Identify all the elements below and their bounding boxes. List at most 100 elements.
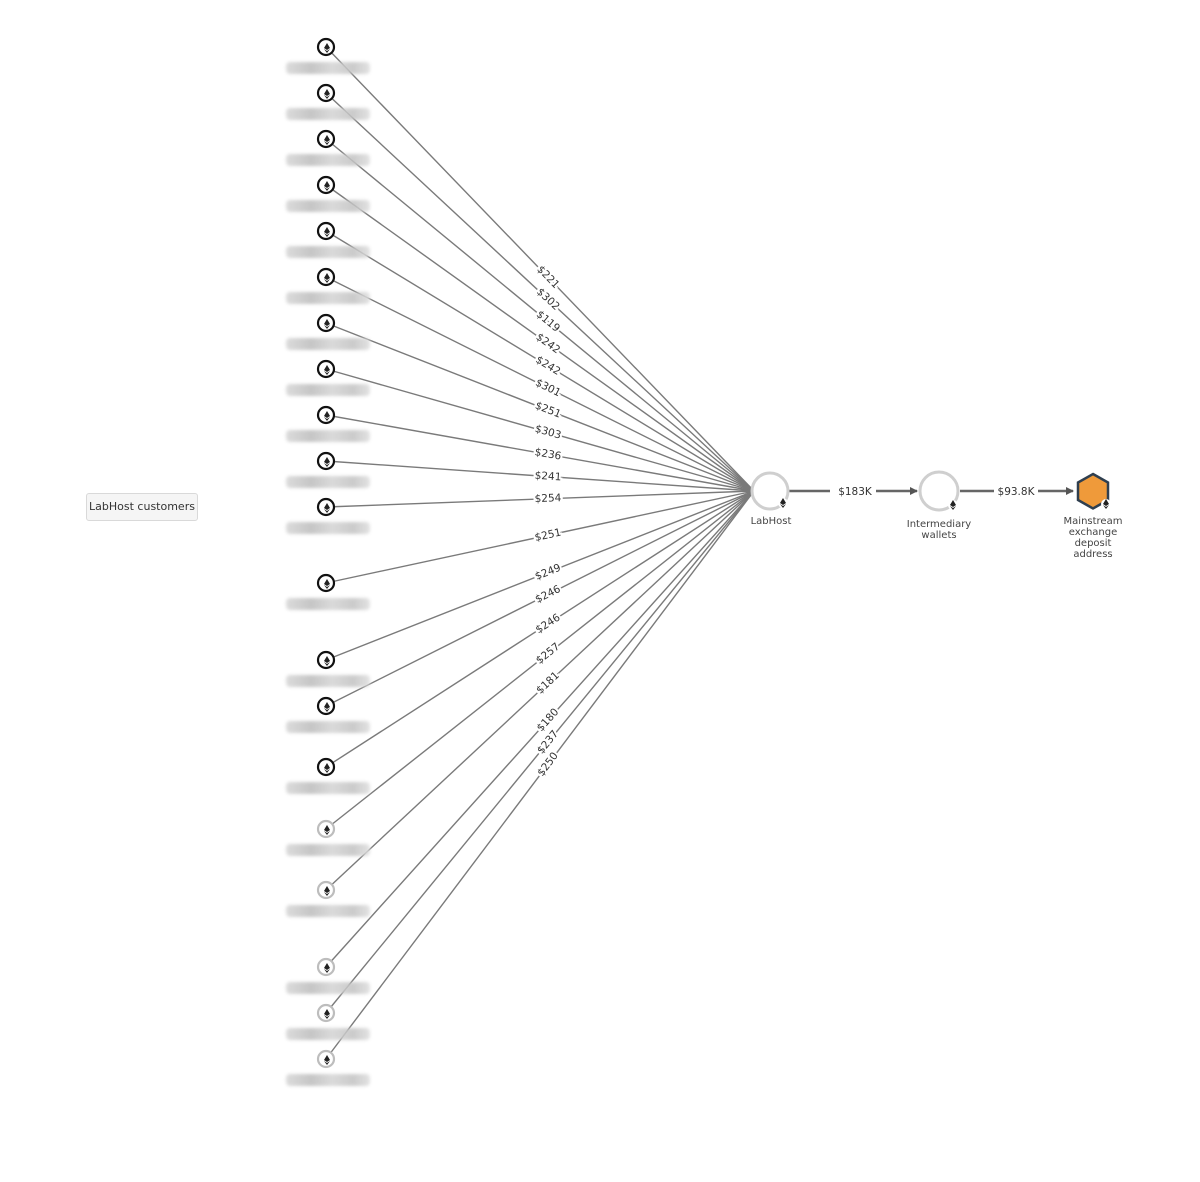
edge-intermediary-exchange: $93.8K [960,486,1074,498]
edge-amount-label: $249 [533,562,562,583]
redacted-address [286,675,370,687]
ethereum-icon [1101,499,1111,509]
exchange-label-line-4: address [1073,549,1112,560]
labhost-label: LabHost [751,516,792,527]
exchange-label-line-1: Mainstream [1064,516,1123,527]
redacted-address [286,338,370,350]
customer-node[interactable] [316,880,336,900]
customer-node[interactable] [316,1049,336,1069]
customer-edge [325,460,755,492]
customer-edge [325,368,755,492]
edge-amount-label: $119 [534,308,562,334]
customer-node[interactable] [316,267,336,287]
labhost-customers-label[interactable]: LabHost customers [86,493,198,521]
customer-node[interactable] [316,313,336,333]
ethereum-wallet-icon [324,656,330,666]
redacted-address [286,782,370,794]
redacted-address [286,62,370,74]
ethereum-icon [778,498,788,508]
edge-amount-label: $246 [534,611,563,636]
customer-edge [325,46,755,492]
customer-node[interactable] [316,696,336,716]
ethereum-wallet-icon [324,273,330,283]
edge-amount-label: $251 [533,400,562,421]
ethereum-wallet-icon [324,702,330,712]
ethereum-wallet-icon [324,135,330,145]
edge-amount-label: $254 [534,492,561,505]
redacted-address [286,844,370,856]
edge-labhost-intermediary: $183K [789,486,918,498]
customer-edge [325,92,755,492]
redacted-address [286,598,370,610]
customer-edge [325,490,755,768]
exchange-deposit-node[interactable]: Mainstream exchange deposit address [1064,472,1123,560]
edge-amount-label: $241 [534,470,562,484]
customer-node[interactable] [316,221,336,241]
redacted-address [286,108,370,120]
ethereum-icon [948,500,958,510]
customer-edge [325,490,755,661]
customer-node[interactable] [316,37,336,57]
customer-node[interactable] [316,757,336,777]
customer-node[interactable] [316,650,336,670]
customer-node[interactable] [316,957,336,977]
edge-amount-label: $250 [535,750,561,779]
redacted-address [286,292,370,304]
customer-edge [325,490,755,508]
customer-edge [325,322,755,492]
customer-edges [325,46,755,1060]
customer-edge [325,490,755,1014]
redacted-address [286,430,370,442]
redacted-address [286,154,370,166]
customer-node[interactable] [316,83,336,103]
redacted-address [286,384,370,396]
customer-node[interactable] [316,1003,336,1023]
customer-edge [325,276,755,492]
ethereum-wallet-icon [324,43,330,53]
edge-amount-label: $301 [533,377,562,400]
customer-node[interactable] [316,451,336,471]
ethereum-wallet-icon [324,503,330,513]
exchange-label-line-3: deposit [1075,538,1112,549]
exchange-label-line-2: exchange [1069,527,1118,538]
customer-node[interactable] [316,573,336,593]
labhost-node[interactable]: LabHost [750,471,792,527]
customer-node[interactable] [316,129,336,149]
customer-edge [325,490,755,707]
intermediary-label-line-2: wallets [921,530,956,541]
intermediary-label-line-1: Intermediary [907,519,972,530]
customer-node[interactable] [316,405,336,425]
ethereum-wallet-icon [324,89,330,99]
ethereum-wallet-icon [324,579,330,589]
redacted-address [286,1028,370,1040]
redacted-address [286,522,370,534]
ethereum-wallet-icon [324,825,330,835]
redacted-address [286,200,370,212]
ethereum-wallet-icon [324,365,330,375]
redacted-address [286,1074,370,1086]
intermediary-wallets-node[interactable]: Intermediary wallets [907,470,972,541]
redacted-address [286,721,370,733]
ethereum-wallet-icon [324,963,330,973]
customer-edge [325,184,755,492]
ethereum-wallet-icon [324,181,330,191]
edge-amount-label: $251 [534,527,563,544]
customer-node[interactable] [316,175,336,195]
customer-edge [325,490,755,1060]
customer-edge [325,230,755,492]
ethereum-wallet-icon [324,457,330,467]
customer-node[interactable] [316,359,336,379]
ethereum-wallet-icon [324,411,330,421]
edge-amount-label: $242 [534,331,563,356]
customer-edge-labels: $221$302$119$242$242$301$251$303$236$241… [531,262,565,781]
redacted-address [286,905,370,917]
hexagon-exchange-icon [1076,472,1110,510]
ethereum-wallet-icon [324,1055,330,1065]
customer-edge [325,490,755,830]
redacted-address [286,476,370,488]
customer-nodes [316,37,336,1069]
edge-amount-label: $242 [533,354,562,378]
customer-node[interactable] [316,819,336,839]
customer-node[interactable] [316,497,336,517]
